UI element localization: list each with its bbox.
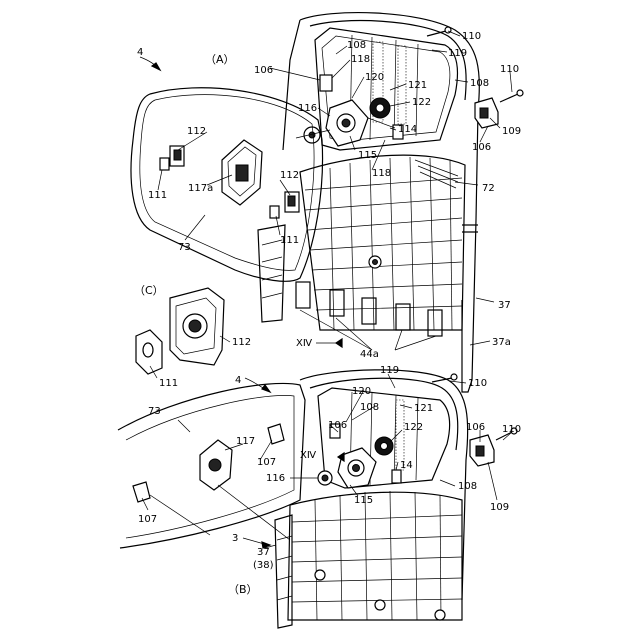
ref-112: 112 [232,337,251,348]
ref-109: 109 [502,126,521,137]
ref-120: 120 [365,72,384,83]
bracket-109-a [475,90,523,128]
ref-73: 73 [178,242,191,253]
ref-106: 106 [254,65,273,76]
seat-back-lower [275,370,517,628]
ref-72: 72 [482,183,495,194]
ref-117a: 117a [188,183,213,194]
ref-116: 116 [266,473,285,484]
view-caption-b: （B） [228,583,258,596]
ref-106: 106 [328,420,347,431]
lattice-grid-a [300,155,465,330]
ref-106: 106 [472,142,491,153]
ref-108: 108 [470,78,489,89]
ref-38: (38) [253,560,274,571]
ref-37: 37 [498,300,511,311]
ref-119: 119 [448,48,467,59]
ref-120: 120 [352,386,371,397]
ref-121: 121 [408,80,427,91]
ref-106: 106 [466,422,485,433]
ref-109: 109 [490,502,509,513]
ref-4: 4 [137,47,143,58]
ref-118: 118 [351,54,370,65]
ref-108: 108 [347,40,366,51]
ref-108: 108 [458,481,477,492]
ref-114: 114 [398,124,417,135]
ref-115: 115 [354,495,373,506]
ref-116: 116 [298,103,317,114]
ref-117: 117 [236,436,255,447]
ref-3: 3 [232,533,238,544]
ref-118: 118 [372,168,391,179]
ref-119: 119 [380,365,399,376]
ref-110: 110 [500,64,519,75]
ref-37: 37 [257,547,270,558]
ref-44a: 44a [360,349,379,360]
ref-112: 112 [187,126,206,137]
detail-c [136,288,224,374]
section-mark-xiv: XⅣ [300,450,317,461]
ref-108: 108 [360,402,379,413]
ref-112: 112 [280,170,299,181]
ref-121: 121 [414,403,433,414]
ref-122: 122 [412,97,431,108]
ref-115: 115 [358,150,377,161]
ref-4: 4 [235,375,241,386]
ref-110: 110 [468,378,487,389]
ref-110: 110 [502,424,521,435]
ref-107: 107 [257,457,276,468]
ref-111: 111 [280,235,299,246]
view-caption-c: （C） [134,284,164,297]
ref-107: 107 [138,514,157,525]
ref-73: 73 [148,406,161,417]
ref-111: 111 [159,378,178,389]
section-mark-xiv: XⅣ [296,338,313,349]
ref-111: 111 [148,190,167,201]
ref-14: 14 [400,460,413,471]
side-grille-72 [415,160,458,188]
view-caption-a: （A） [205,53,235,66]
cover-panel-73-a [131,88,323,281]
ref-122: 122 [404,422,423,433]
ref-110: 110 [462,31,481,42]
ref-37a: 37a [492,337,511,348]
